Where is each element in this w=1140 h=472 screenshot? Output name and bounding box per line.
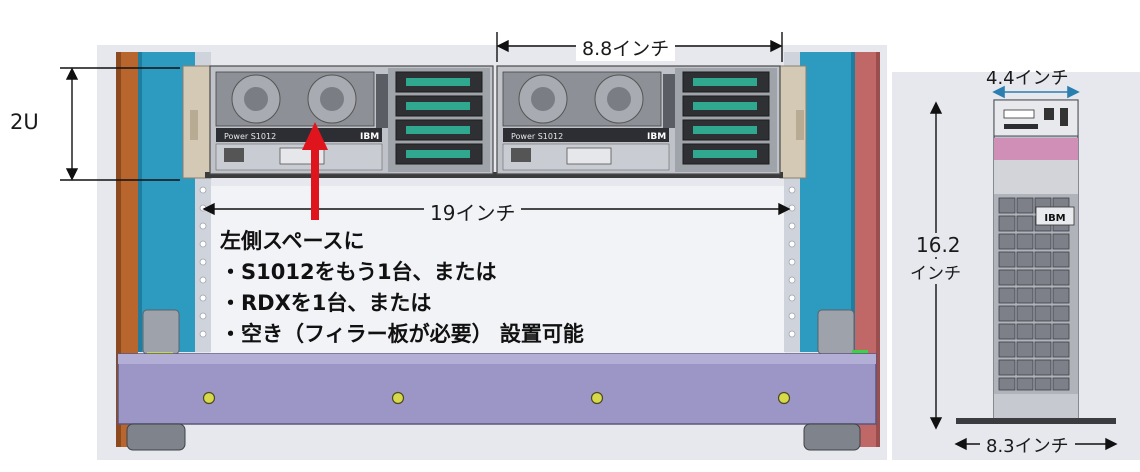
server-unit-right (496, 65, 781, 175)
rack-base (117, 353, 877, 425)
rail-holes (199, 186, 796, 338)
right-blue-post (800, 52, 855, 352)
placement-annotation: 左側スペースに ・S1012をもう1台、または ・RDXを1台、または ・空き（… (220, 226, 584, 350)
label-8-8-inch: 8.8インチ (576, 34, 676, 61)
base-bolts (202, 391, 791, 405)
left-caster (126, 423, 186, 451)
annotation-item-1: ・S1012をもう1台、または (220, 260, 497, 284)
server-unit-left (209, 65, 494, 175)
tower-server (956, 99, 1116, 424)
dimension-2u (60, 67, 180, 181)
annotation-title: 左側スペースに (220, 229, 365, 253)
dimension-4-4-inch (992, 85, 1080, 99)
right-foot-cylinder (817, 309, 855, 355)
dimension-8-8-inch (496, 32, 783, 62)
left-foot-cylinder (142, 309, 180, 355)
annotation-item-3: ・空き（フィラー板が必要） 設置可能 (220, 322, 584, 346)
server-brand-1: IBM (360, 132, 379, 142)
left-copper-post (116, 52, 138, 447)
label-2u: 2U (10, 110, 39, 134)
right-caster (803, 423, 861, 451)
label-19-inch: 19インチ (424, 197, 522, 226)
annotation-item-2: ・RDXを1台、または (220, 291, 432, 315)
label-4-4-inch: 4.4インチ (986, 68, 1069, 89)
label-16-2-value: 16.2 (910, 233, 967, 257)
red-arrow (302, 122, 328, 220)
server-model-label-1: Power S1012 (224, 132, 276, 141)
label-16-2-unit: インチ (904, 259, 967, 284)
label-8-3-inch: 8.3インチ (980, 432, 1075, 458)
server-model-label-2: Power S1012 (511, 132, 563, 141)
server-brand-2: IBM (647, 132, 666, 142)
tower-brand: IBM (1044, 213, 1065, 224)
